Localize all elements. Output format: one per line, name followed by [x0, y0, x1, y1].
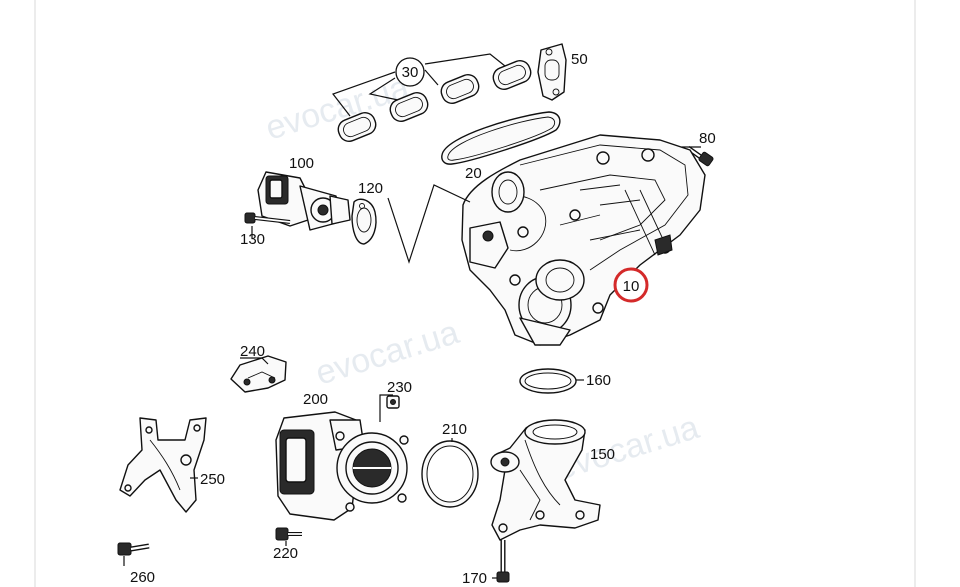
leader-line-100 [387, 184, 471, 264]
part-130-screw[interactable] [244, 212, 291, 238]
label-210: 210 [442, 421, 467, 438]
label-220: 220 [273, 545, 298, 562]
label-20: 20 [465, 165, 482, 182]
part-30-gaskets[interactable] [332, 53, 534, 144]
part-230-fastener[interactable] [379, 394, 400, 422]
part-210-o-ring[interactable] [421, 438, 479, 508]
part-160-seal-ring[interactable] [519, 368, 584, 394]
label-260: 260 [130, 569, 155, 586]
part-260-bolt[interactable] [117, 542, 150, 566]
part-170-bolt[interactable] [492, 540, 510, 583]
part-220-screw[interactable] [275, 527, 302, 546]
label-240: 240 [240, 343, 265, 360]
label-200: 200 [303, 391, 328, 408]
label-120: 120 [358, 180, 383, 197]
label-80: 80 [699, 130, 716, 147]
part-250-support-bracket[interactable] [119, 417, 207, 513]
label-10-highlight: 10 [613, 267, 649, 303]
part-200-throttle-body[interactable] [275, 411, 409, 521]
label-100: 100 [289, 155, 314, 172]
part-120-gasket[interactable] [351, 198, 377, 245]
label-130: 130 [240, 231, 265, 248]
label-30: 30 [395, 57, 425, 87]
label-30-text: 30 [402, 64, 419, 81]
part-20-seal[interactable] [441, 111, 561, 165]
label-10-text: 10 [623, 278, 640, 295]
label-160: 160 [586, 372, 611, 389]
label-250: 250 [200, 471, 225, 488]
part-100-actuator[interactable] [257, 171, 351, 231]
part-240-bracket[interactable] [230, 355, 287, 393]
part-10-intake-manifold[interactable] [461, 134, 706, 346]
highlight-ring [613, 267, 649, 303]
label-150: 150 [590, 446, 615, 463]
part-50-gasket[interactable] [537, 43, 567, 101]
part-150-elbow-pipe[interactable] [490, 419, 601, 541]
label-50: 50 [571, 51, 588, 68]
label-170: 170 [462, 570, 487, 587]
label-230: 230 [387, 379, 412, 396]
part-80-bolt[interactable] [679, 145, 714, 167]
